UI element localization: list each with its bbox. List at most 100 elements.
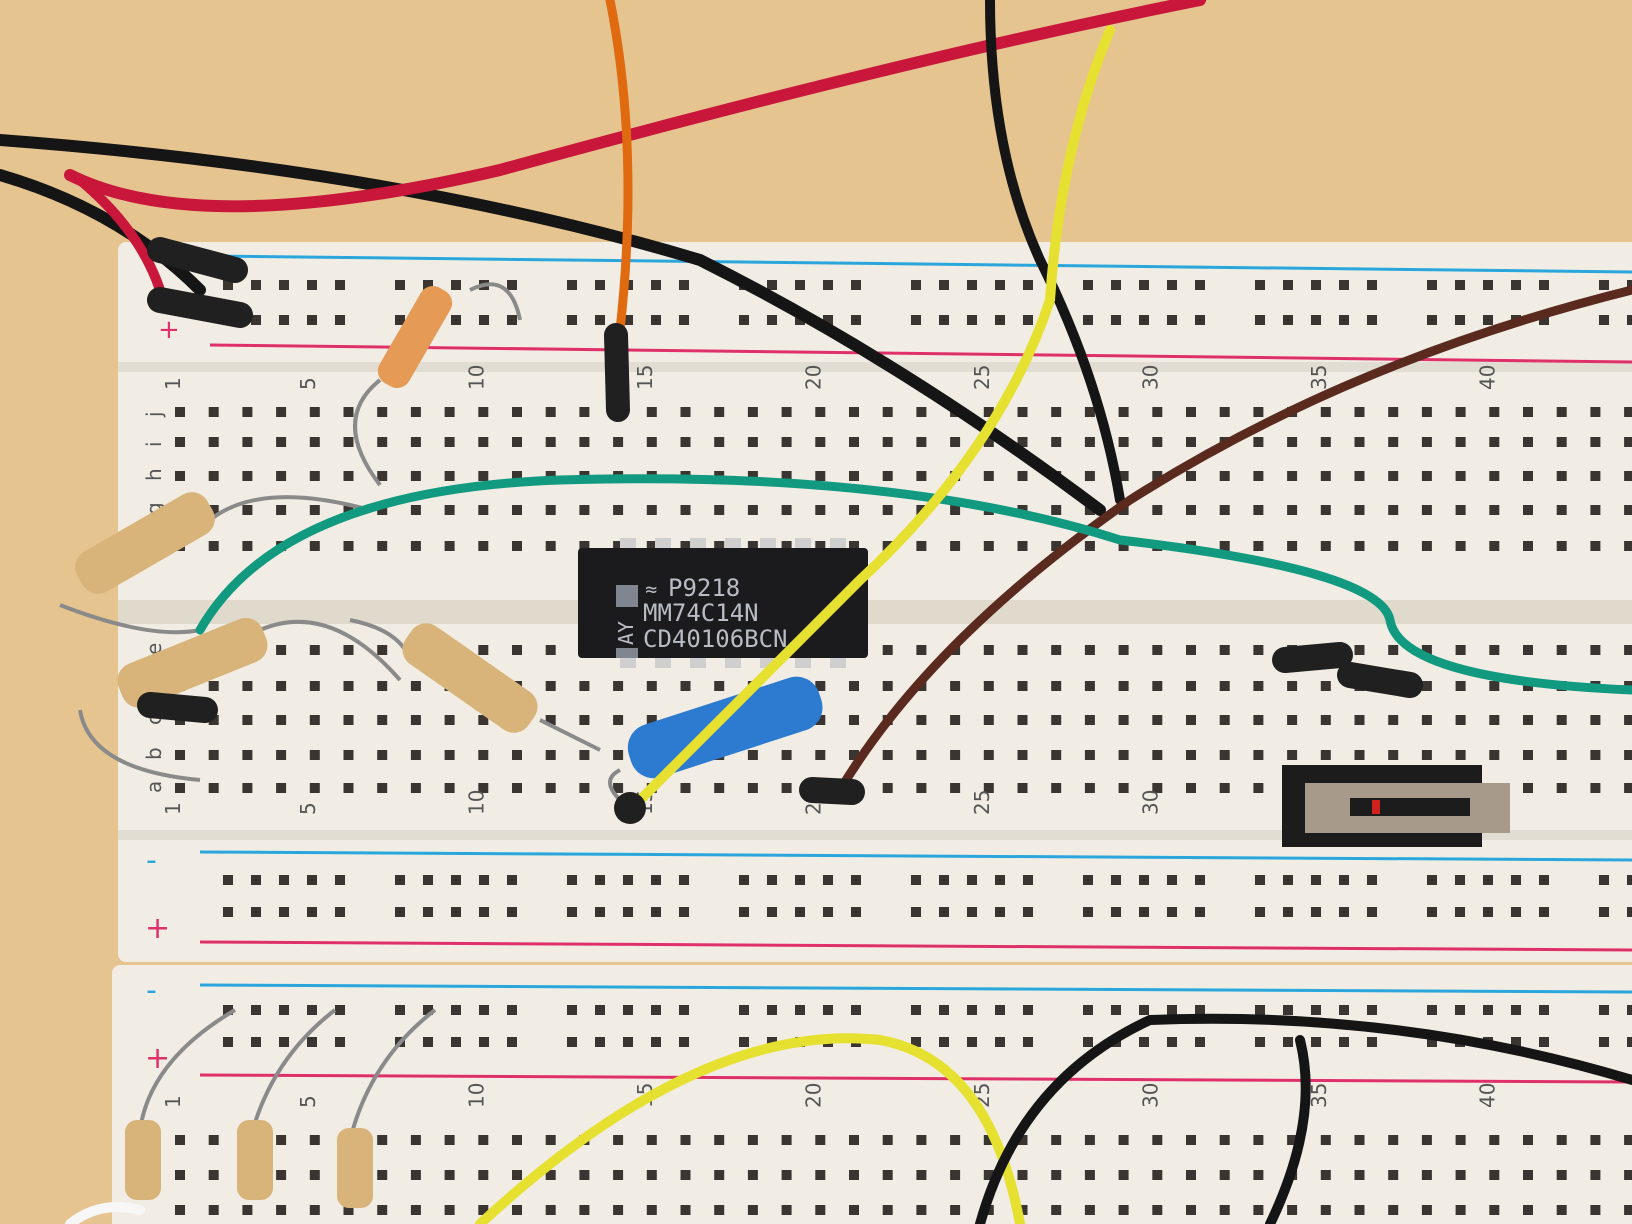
rail-hole bbox=[911, 280, 921, 290]
hole bbox=[1118, 471, 1129, 481]
hole bbox=[1287, 681, 1298, 691]
hole bbox=[208, 1135, 219, 1145]
rail-hole bbox=[995, 907, 1005, 917]
hole bbox=[1556, 783, 1567, 793]
hole bbox=[1421, 437, 1432, 447]
rail-hole bbox=[995, 315, 1005, 325]
column-number: 20 bbox=[801, 1083, 825, 1108]
rail-hole bbox=[1599, 907, 1609, 917]
hole bbox=[849, 437, 859, 447]
column-number: 20 bbox=[801, 365, 825, 390]
rail-hole bbox=[507, 907, 517, 917]
hole bbox=[1421, 1135, 1432, 1145]
hole bbox=[1556, 750, 1567, 760]
hole bbox=[1017, 1205, 1028, 1215]
rail-hole bbox=[739, 315, 749, 325]
hole bbox=[309, 505, 320, 515]
rail-hole bbox=[1427, 875, 1437, 885]
hole bbox=[1253, 750, 1264, 760]
hole bbox=[242, 681, 253, 691]
rail-hole bbox=[651, 875, 661, 885]
hole bbox=[545, 1170, 556, 1180]
rail-hole bbox=[395, 1005, 405, 1015]
hole bbox=[849, 1205, 859, 1215]
hole bbox=[714, 505, 725, 515]
hole bbox=[1152, 437, 1163, 447]
hole bbox=[1219, 783, 1230, 793]
rail-hole bbox=[223, 907, 233, 917]
row-letter: c bbox=[142, 714, 166, 725]
hole bbox=[175, 407, 185, 417]
hole bbox=[680, 783, 691, 793]
hole bbox=[916, 541, 927, 551]
hole bbox=[1051, 715, 1062, 725]
hole bbox=[1354, 1135, 1365, 1145]
hole bbox=[849, 1135, 859, 1145]
hole bbox=[882, 407, 893, 417]
hole bbox=[815, 750, 826, 760]
rail-hole bbox=[1283, 907, 1293, 917]
rail-hole bbox=[1083, 280, 1093, 290]
hole bbox=[377, 407, 388, 417]
rail-hole bbox=[767, 315, 777, 325]
rail-hole bbox=[335, 907, 345, 917]
column-number: 5 bbox=[296, 802, 320, 815]
hole bbox=[1051, 505, 1062, 515]
rail-hole bbox=[595, 280, 605, 290]
hole bbox=[1455, 715, 1466, 725]
hole bbox=[208, 407, 219, 417]
hole bbox=[1388, 750, 1399, 760]
rail-hole bbox=[251, 875, 261, 885]
rail-hole bbox=[223, 280, 233, 290]
wire-red bbox=[75, 175, 165, 295]
hole bbox=[1388, 1170, 1399, 1180]
hole bbox=[579, 715, 590, 725]
hole bbox=[512, 750, 522, 760]
hole bbox=[512, 1205, 522, 1215]
hole bbox=[1624, 505, 1632, 515]
rail-hole bbox=[567, 1005, 577, 1015]
hole bbox=[714, 783, 725, 793]
hole bbox=[545, 1135, 556, 1145]
hole bbox=[714, 407, 725, 417]
hole bbox=[781, 407, 792, 417]
hole bbox=[1523, 783, 1533, 793]
hole bbox=[478, 407, 489, 417]
hole bbox=[343, 645, 354, 655]
mid-rail-blue-line bbox=[199, 850, 1632, 862]
hole bbox=[983, 437, 994, 447]
rail-hole bbox=[1255, 907, 1265, 917]
hole bbox=[1118, 407, 1129, 417]
column-number: 10 bbox=[464, 1083, 488, 1108]
rail-hole bbox=[911, 907, 921, 917]
hole bbox=[1051, 437, 1062, 447]
rail-hole bbox=[967, 875, 977, 885]
hole bbox=[1455, 1170, 1466, 1180]
hole bbox=[1556, 1135, 1567, 1145]
rail-hole bbox=[1455, 907, 1465, 917]
rail-hole bbox=[767, 1005, 777, 1015]
column-number: 1 bbox=[161, 377, 185, 390]
chip-line-1: P9218 bbox=[668, 574, 740, 602]
hole bbox=[1084, 407, 1095, 417]
hole bbox=[646, 1205, 657, 1215]
hole bbox=[1590, 407, 1601, 417]
hole bbox=[916, 1135, 927, 1145]
rail-hole bbox=[995, 1037, 1005, 1047]
rail-hole bbox=[1255, 875, 1265, 885]
rail-hole bbox=[279, 280, 289, 290]
hole bbox=[208, 681, 219, 691]
hole bbox=[478, 1170, 489, 1180]
rail-hole bbox=[1455, 875, 1465, 885]
hole bbox=[815, 407, 826, 417]
wire-black bbox=[985, 0, 1125, 505]
hole bbox=[1523, 407, 1533, 417]
hole bbox=[1152, 783, 1163, 793]
hole bbox=[343, 783, 354, 793]
hole bbox=[1590, 1170, 1601, 1180]
rail-hole bbox=[767, 907, 777, 917]
hole bbox=[1118, 783, 1129, 793]
hole bbox=[983, 715, 994, 725]
rail-hole bbox=[1023, 875, 1033, 885]
